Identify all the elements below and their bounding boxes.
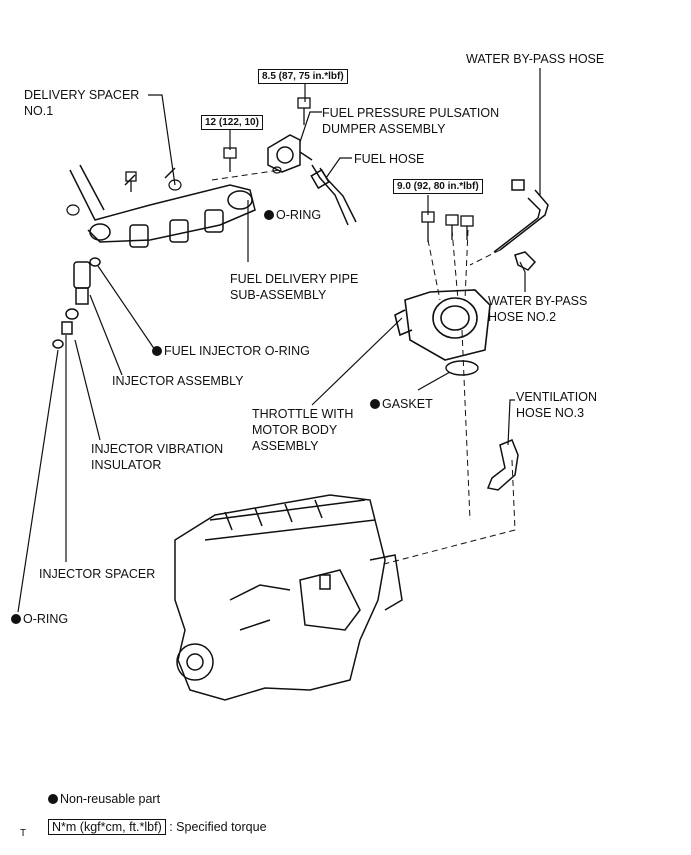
leader-delivery-spacer (148, 94, 176, 186)
injector-parts (52, 257, 101, 349)
leader-injector-oring (97, 265, 156, 351)
water-bypass-hose (493, 179, 549, 253)
pulsation-damper-label: FUEL PRESSURE PULSATION DUMPER ASSEMBLY (322, 106, 500, 136)
fuel-delivery-pipe (69, 164, 256, 248)
fuel-injector-o-ring-label: FUEL INJECTOR O-RING (152, 343, 310, 359)
leader-gasket (417, 371, 451, 391)
gasket-label: GASKET (370, 396, 433, 412)
non-reusable-dot-icon (264, 210, 274, 220)
non-reusable-dot-icon (48, 794, 58, 804)
pulsation-damper (267, 134, 313, 173)
water-bypass-hose-no2-label: WATER BY-PASS HOSE NO.2 (488, 294, 588, 324)
leader-injector-assy (89, 294, 123, 376)
non-reusable-dot-icon (152, 346, 162, 356)
ventilation-hose (486, 439, 519, 491)
injector-spacer-label: INJECTOR SPACER (39, 567, 156, 581)
non-reusable-dot-icon (370, 399, 380, 409)
leader-fuel-hose (325, 157, 352, 179)
gasket-drawing (445, 360, 479, 376)
water-bypass-hose-no2 (514, 251, 537, 271)
vibration-insulator-label: INJECTOR VIBRATION INSULATOR (91, 442, 224, 472)
fuel-hose (310, 164, 357, 226)
non-reusable-dot-icon (11, 614, 21, 624)
specified-torque-text: : Specified torque (169, 820, 267, 834)
leader-damper (299, 111, 322, 143)
delivery-pipe-label: FUEL DELIVERY PIPE SUB-ASSEMBLY (230, 272, 359, 302)
o-ring-upper-label: O-RING (264, 207, 321, 223)
leader-water-hose-no2 (519, 261, 526, 292)
fuel-hose-label: FUEL HOSE (354, 152, 425, 166)
leader-throttle (311, 317, 403, 406)
corner-mark: T (20, 828, 27, 839)
legend-torque: N*m (kgf*cm, ft.*lbf) : Specified torque (48, 819, 267, 835)
o-ring-lower-label: O-RING (11, 611, 68, 627)
delivery-spacer-label: DELIVERY SPACER NO.1 (24, 88, 140, 118)
torque-unit-box: N*m (kgf*cm, ft.*lbf) (48, 819, 166, 835)
ventilation-hose-label: VENTILATION HOSE NO.3 (516, 390, 598, 420)
leader-oring-lower (17, 349, 59, 613)
pipe-bolt-torque-box: 12 (122, 10) (201, 115, 263, 130)
legend-non-reusable: Non-reusable part (48, 791, 160, 807)
engine-block (174, 494, 403, 701)
leader-vent-hose (507, 399, 515, 446)
damper-torque-box: 8.5 (87, 75 in.*lbf) (258, 69, 348, 84)
leader-insulator (74, 339, 101, 441)
water-bypass-hose-label: WATER BY-PASS HOSE (466, 52, 605, 66)
throttle-body (394, 289, 491, 361)
throttle-body-label: THROTTLE WITH MOTOR BODY ASSEMBLY (252, 407, 354, 453)
throttle-torque-box: 9.0 (92, 80 in.*lbf) (393, 179, 483, 194)
bolts (125, 97, 474, 242)
injector-assembly-label: INJECTOR ASSEMBLY (112, 374, 244, 388)
